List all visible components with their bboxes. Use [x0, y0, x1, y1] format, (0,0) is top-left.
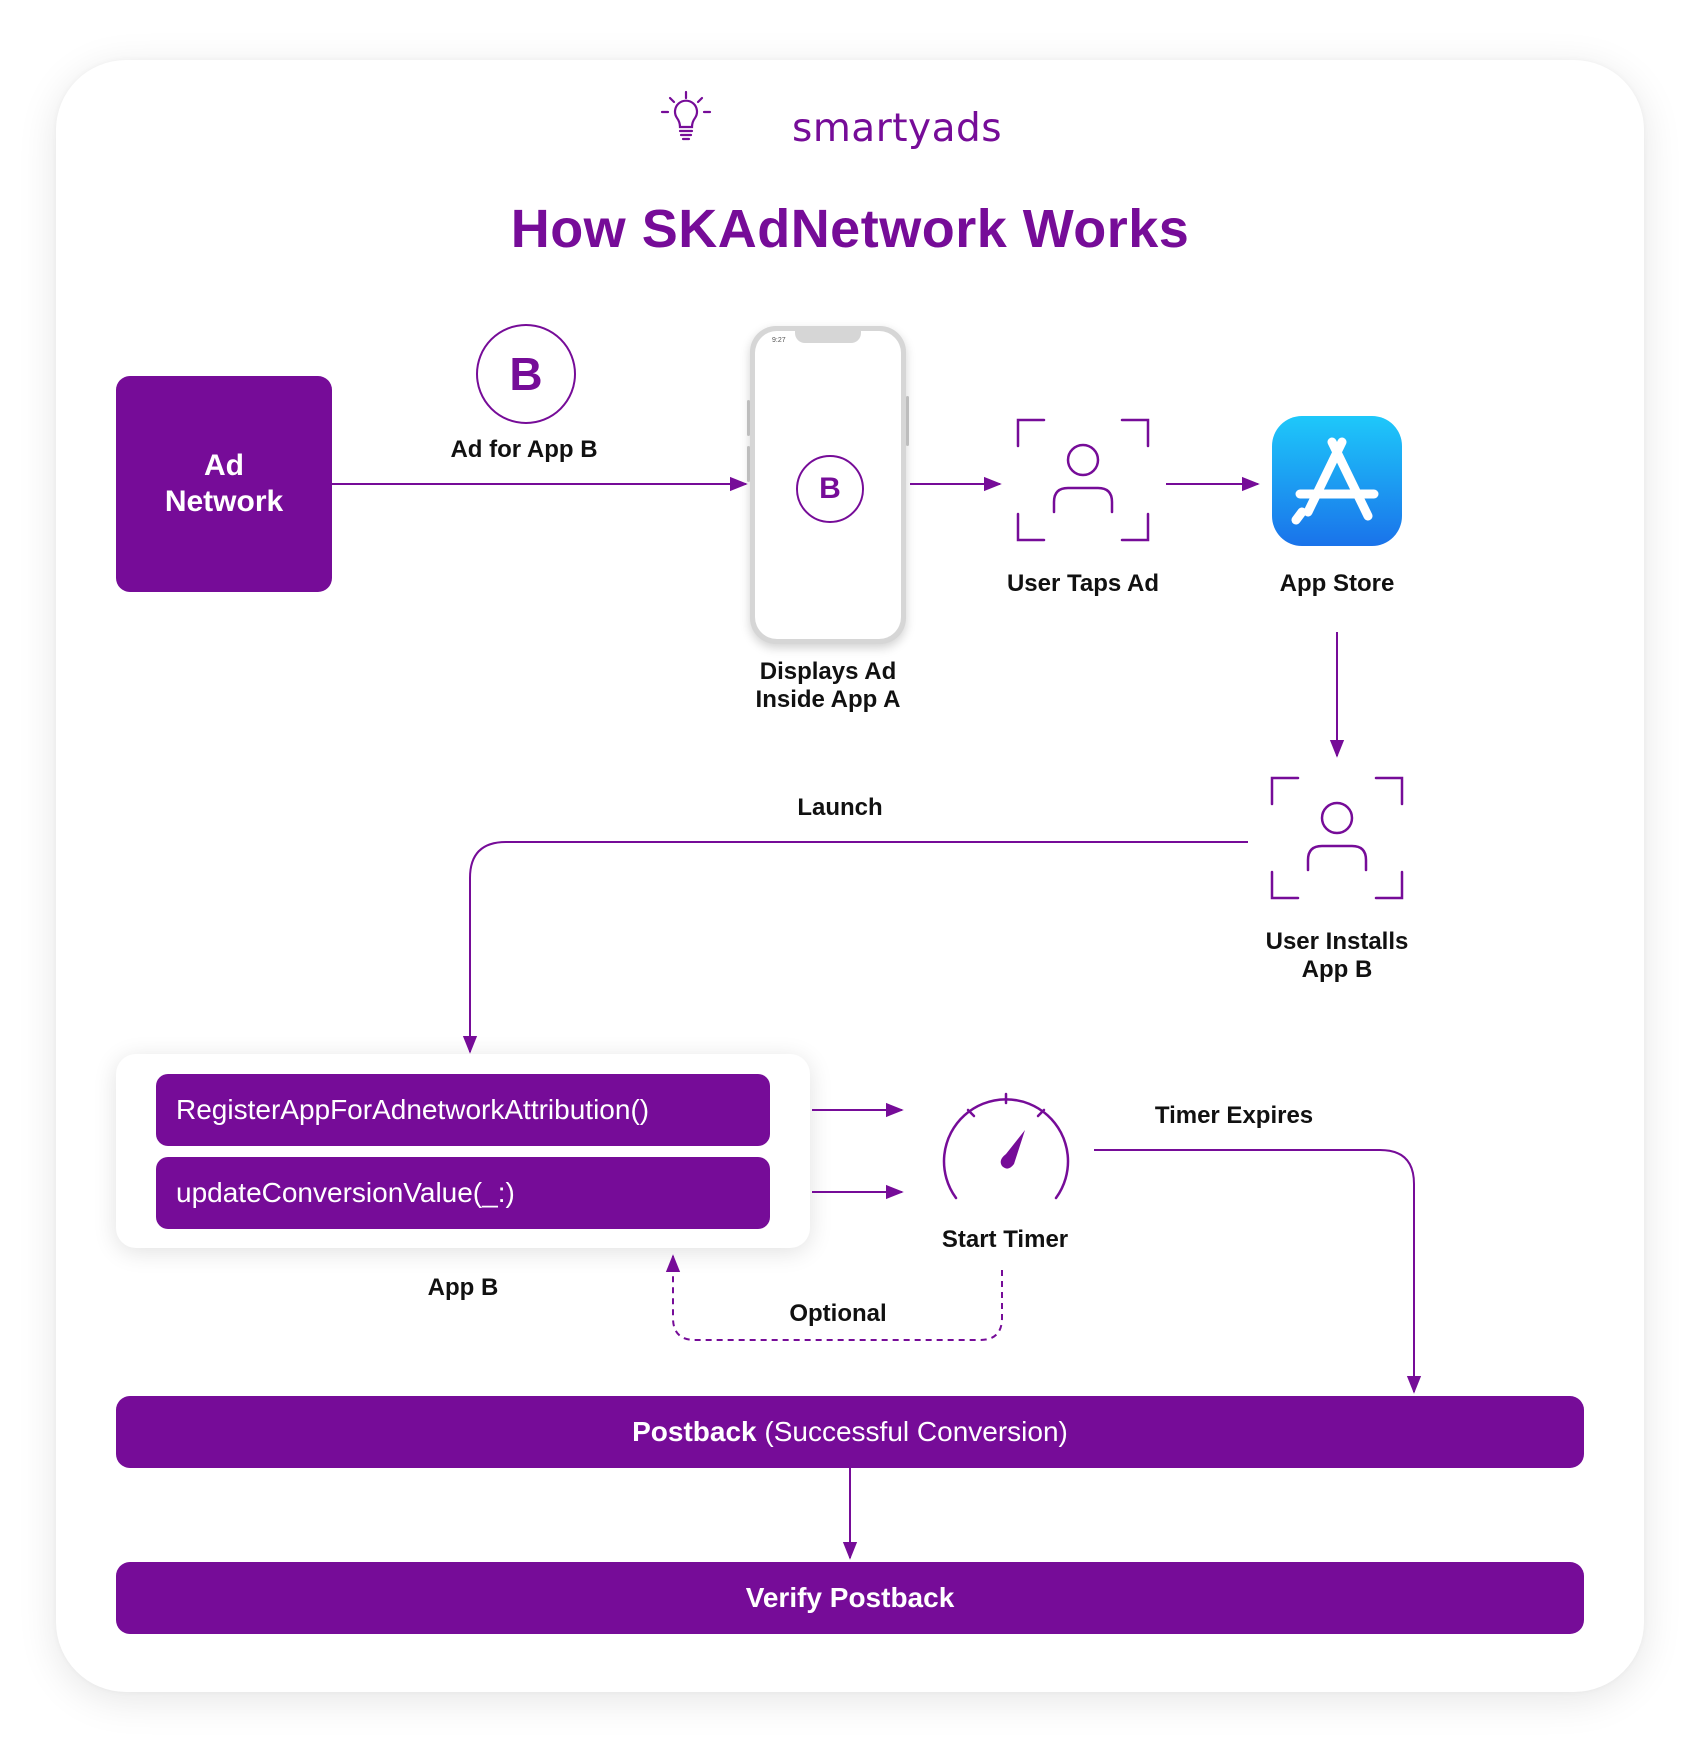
app-b-badge: B: [476, 324, 576, 424]
user-taps-ad-icon: [1016, 418, 1150, 542]
phone-power-button: [906, 396, 909, 446]
update-conversion-value-function: updateConversionValue(_:): [156, 1157, 770, 1229]
app-b-badge-letter: B: [509, 348, 543, 400]
phone-notch: [795, 331, 861, 343]
displays-ad-label: Displays Ad Inside App A: [718, 658, 938, 714]
stopwatch-icon: [942, 1092, 1070, 1200]
brand-wordmark: smartyads: [792, 106, 1003, 151]
user-taps-ad-label: User Taps Ad: [1006, 570, 1160, 597]
start-timer-label: Start Timer: [941, 1226, 1069, 1253]
phone-side-button: [747, 446, 750, 482]
displays-ad-line2: Inside App A: [755, 686, 901, 713]
lightbulb-logo-icon: [660, 90, 712, 141]
app-store-icon: [1272, 416, 1402, 546]
phone-time: 9:27: [772, 337, 786, 344]
phone-app-b-badge: B: [796, 455, 864, 523]
arrow-timer-expires: [1094, 1149, 1422, 1394]
user-installs-line1: User Installs: [1265, 928, 1409, 955]
app-b-label: App B: [427, 1274, 499, 1301]
displays-ad-line1: Displays Ad: [759, 658, 897, 685]
page-title: How SKAdNetwork Works: [510, 199, 1190, 259]
phone-side-button: [747, 400, 750, 436]
app-store-label: App Store: [1279, 570, 1395, 597]
arrow-launch: [462, 841, 1248, 1054]
user-installs-line2: App B: [1301, 956, 1373, 983]
optional-label: Optional: [789, 1300, 887, 1327]
postback-bar: Postback (Successful Conversion): [116, 1396, 1584, 1468]
verify-postback-bar: Verify Postback: [116, 1562, 1584, 1634]
verify-postback-label: Verify Postback: [745, 1582, 955, 1613]
launch-label: Launch: [797, 794, 883, 821]
postback-detail: (Successful Conversion): [764, 1416, 1068, 1447]
register-attribution-function: RegisterAppForAdnetworkAttribution(): [156, 1074, 770, 1146]
user-installs-label: User Installs App B: [1222, 928, 1452, 984]
arrow-optional: [665, 1254, 1003, 1341]
postback-bold: Postback: [632, 1416, 757, 1447]
ad-network-line2: Network: [164, 485, 284, 518]
phone-badge-letter: B: [819, 472, 841, 505]
timer-expires-label: Timer Expires: [1154, 1102, 1314, 1129]
ad-network-box: Ad Network: [116, 376, 332, 592]
ad-network-line1: Ad: [203, 449, 244, 482]
user-installs-icon: [1270, 776, 1404, 900]
phone-mockup: 9:27 B: [750, 326, 906, 644]
ad-for-app-b-label: Ad for App B: [450, 436, 598, 463]
phone-screen: 9:27 B: [755, 331, 901, 639]
